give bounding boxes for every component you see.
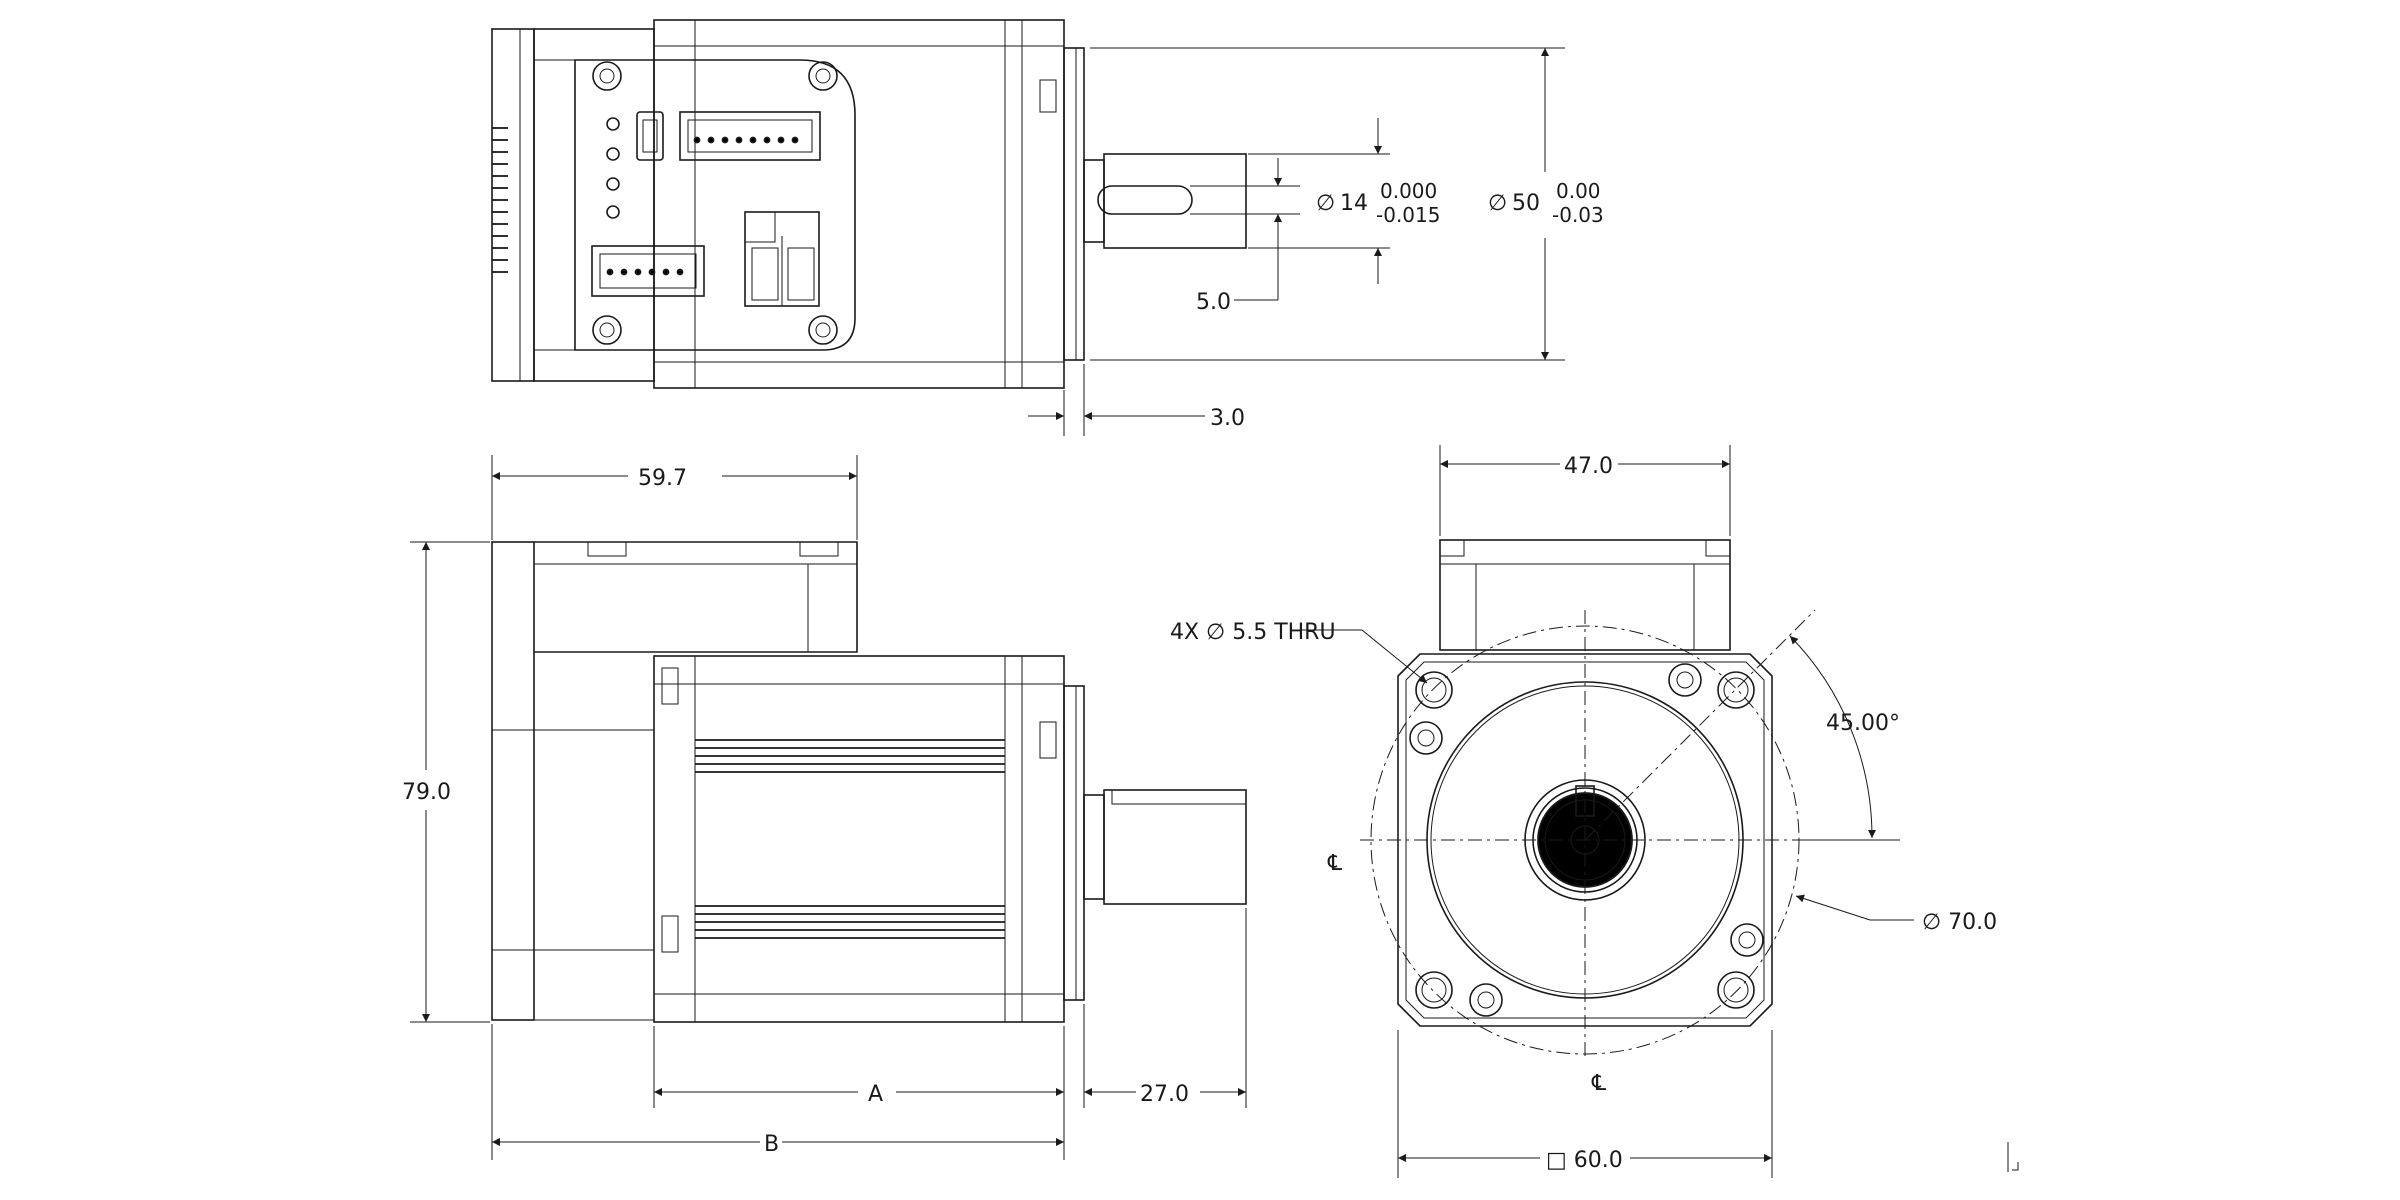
shaft-dia-value: 14 [1340,191,1368,216]
pilot-dia-symbol: ∅ [1488,191,1507,216]
pilot-tol-upper: 0.00 [1556,179,1601,203]
cooling-fins [492,127,508,273]
driver-screw-icon [1409,663,1764,1017]
comm-connector-icon [591,245,705,297]
flange-size-label: □ 60.0 [1546,1148,1623,1173]
shaft-tol-upper: 0.000 [1380,179,1437,203]
connector-panel [574,59,856,351]
bolt-circle-label: ∅ 70.0 [1922,910,1997,935]
usb-port-icon [636,111,664,161]
holes-callout: 4X ∅ 5.5 THRU [1170,620,1336,645]
front-view [1360,539,1816,1060]
side-view-dimensions: 59.7 79.0 A B 27.0 [402,455,1247,1160]
power-connector-icon [744,211,820,307]
shaft-length-label: 27.0 [1140,1082,1189,1107]
top-view-shaft [1083,153,1247,249]
front-driver-housing [1439,539,1731,651]
centerlines [1360,609,1816,1060]
shaft-dia-symbol: ∅ [1316,191,1335,216]
side-view [491,541,1247,1023]
pilot-tol-lower: -0.03 [1552,203,1604,227]
side-view-motor-body [653,655,1065,1023]
height-label: 79.0 [402,780,451,805]
driver-housing [491,541,858,1021]
front-flange [1397,653,1773,1027]
front-view-dimensions: 47.0 4X ∅ 5.5 THRU 45.00° ∅ 70.0 □ 60.0 … [1170,445,1997,1178]
top-view-end-cap [491,28,535,382]
dim-a-label: A [868,1082,883,1107]
mounting-hole-icon [1415,671,1755,1009]
cooling-ribs-upper [695,739,1005,773]
shaft-tol-lower: -0.015 [1376,203,1440,227]
mount-screw-icon [592,61,838,345]
top-view-motor-body [653,19,1065,389]
driver-width-label: 47.0 [1564,454,1613,479]
top-view-dimensions: ∅ 14 0.000 -0.015 5.0 ∅ 50 0.00 -0.03 3.… [1028,47,1604,436]
text-cursor-icon [2007,1142,2019,1172]
driver-length-label: 59.7 [638,466,687,491]
centerline-icon: ℄ [1327,851,1343,876]
centerline-icon: ℄ [1591,1071,1607,1096]
led-indicator-icon [606,117,620,219]
cooling-ribs-lower [695,905,1005,939]
angle-label: 45.00° [1826,711,1900,736]
key-length-label: 5.0 [1196,290,1231,315]
side-view-shaft [1083,789,1247,905]
pilot-dia-value: 50 [1512,191,1540,216]
io-connector-icon [679,111,821,161]
pilot-depth-label: 3.0 [1210,406,1245,431]
dim-b-label: B [764,1132,779,1157]
top-view [491,19,1247,389]
